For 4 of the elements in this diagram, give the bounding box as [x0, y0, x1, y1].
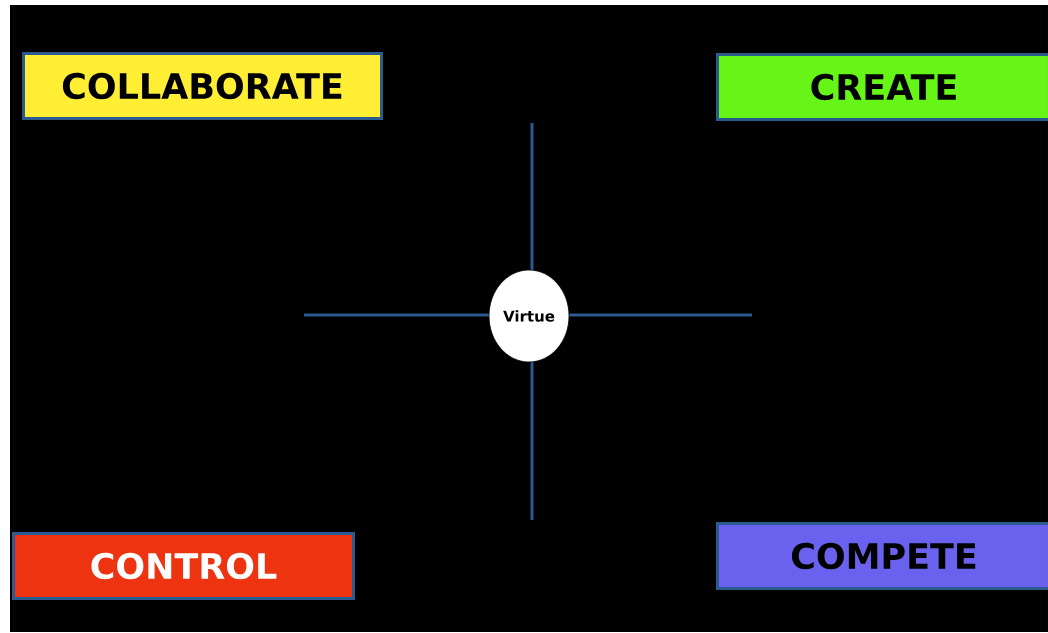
quadrant-box: CREATE [716, 53, 1048, 121]
quadrant-box: CONTROL [12, 532, 355, 600]
quadrant-box: COLLABORATE [22, 52, 383, 120]
quadrant-box: COMPETE [716, 522, 1048, 590]
